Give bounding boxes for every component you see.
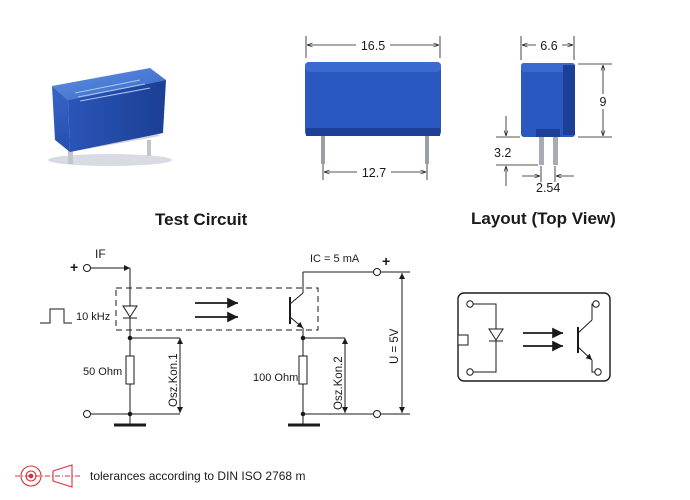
- label-voltage: U = 5V: [389, 328, 401, 364]
- projection-symbol-icon: [15, 464, 80, 488]
- dim-body-width: 6.6: [540, 39, 557, 53]
- heading-test-circuit: Test Circuit: [155, 210, 248, 229]
- dim-body-length: 16.5: [361, 39, 385, 53]
- label-pulse-frequency: 10 kHz: [76, 311, 110, 323]
- relay-side-view: 16.5 12.7: [305, 36, 441, 180]
- dim-body-height: 9: [600, 95, 607, 109]
- relay-photo: [48, 68, 172, 166]
- label-resistor-left: 50 Ohm: [83, 366, 122, 378]
- label-plus-right: +: [382, 253, 390, 269]
- dim-pin-spacing-long: 12.7: [362, 166, 386, 180]
- dim-pin-spacing-short: 2.54: [536, 181, 560, 195]
- label-scope-right: Osz.Kon.2: [333, 356, 345, 410]
- relay-end-view: 6.6 9 3.2 2.54: [494, 36, 612, 195]
- test-circuit: [40, 264, 410, 427]
- layout-top-view: [457, 292, 611, 382]
- label-scope-left: Osz.Kon.1: [168, 353, 180, 407]
- label-if: IF: [95, 247, 106, 261]
- label-plus-left: +: [70, 259, 78, 275]
- tolerance-note: tolerances according to DIN ISO 2768 m: [90, 469, 305, 483]
- heading-layout-top-view: Layout (Top View): [471, 209, 616, 228]
- label-collector-current: IC = 5 mA: [310, 253, 360, 265]
- dim-pin-length: 3.2: [494, 146, 511, 160]
- label-resistor-right: 100 Ohm: [253, 372, 298, 384]
